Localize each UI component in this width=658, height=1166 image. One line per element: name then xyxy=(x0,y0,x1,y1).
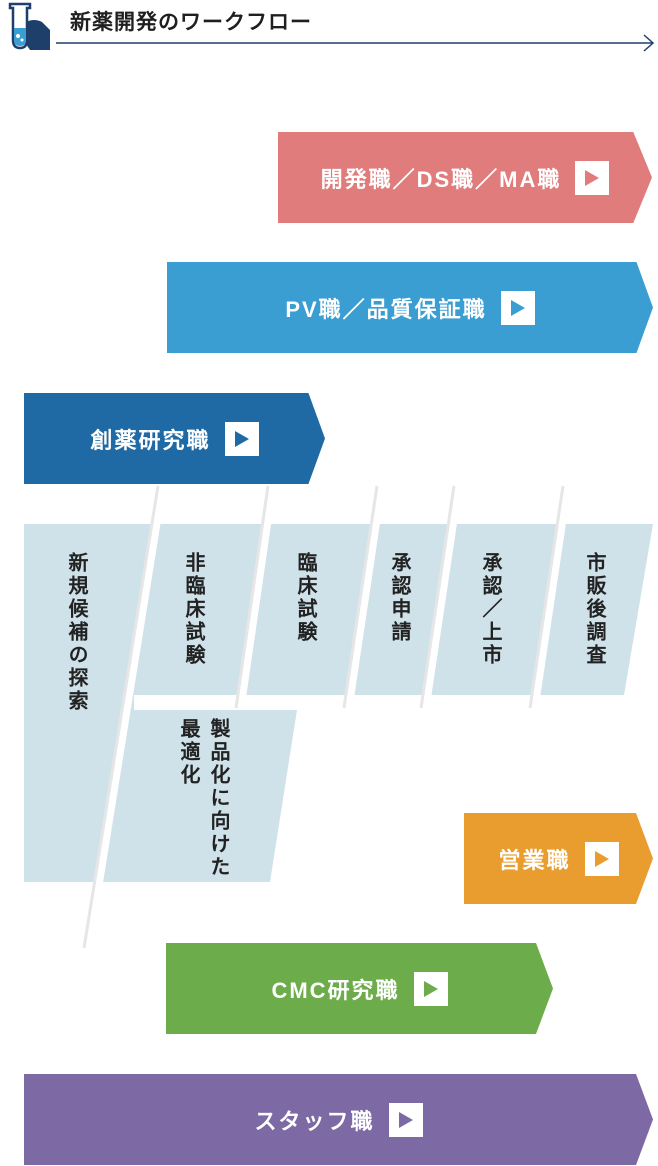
test-tube-hand-icon xyxy=(8,2,50,50)
role-drug-discovery-button[interactable]: 創薬研究職 xyxy=(24,393,325,484)
role-label: 開発職／DS職／MA職 xyxy=(320,166,562,192)
role-staff-button[interactable]: スタッフ職 xyxy=(24,1074,653,1165)
stage-clinical-trial: 臨床試験 xyxy=(294,552,316,644)
page-title: 新薬開発のワークフロー xyxy=(70,11,312,34)
role-label: 創薬研究職 xyxy=(90,427,211,453)
role-label: 営業職 xyxy=(498,847,571,873)
role-pv-button[interactable]: PV職／品質保証職 xyxy=(167,262,653,353)
role-label: スタッフ職 xyxy=(254,1108,375,1134)
play-icon xyxy=(224,421,259,456)
stage-approval-launch: 承認／上市 xyxy=(479,552,501,667)
role-label: PV職／品質保証職 xyxy=(285,296,487,322)
role-sales-button[interactable]: 営業職 xyxy=(464,813,653,904)
stage-post-marketing: 市販後調査 xyxy=(583,552,605,667)
stage-nonclinical-trial: 非臨床試験 xyxy=(182,552,204,667)
role-cmc-button[interactable]: CMC研究職 xyxy=(166,943,553,1034)
stage-new-candidate-search: 新規候補の探索 xyxy=(65,552,87,713)
sub-stage-band xyxy=(134,710,297,882)
stage-approval-application: 承認申請 xyxy=(388,552,410,644)
role-development-button[interactable]: 開発職／DS職／MA職 xyxy=(278,132,652,223)
play-icon xyxy=(500,290,535,325)
stage-band xyxy=(24,524,653,695)
role-label: CMC研究職 xyxy=(271,977,400,1003)
play-icon xyxy=(575,160,610,195)
play-icon xyxy=(388,1102,423,1137)
workflow-stages xyxy=(24,485,653,949)
header-arrow xyxy=(56,34,655,52)
sub-stage-line1: 製品化に向けた xyxy=(207,718,229,879)
play-icon xyxy=(584,841,619,876)
play-icon xyxy=(413,971,448,1006)
sub-stage-line2: 最適化 xyxy=(177,718,199,787)
